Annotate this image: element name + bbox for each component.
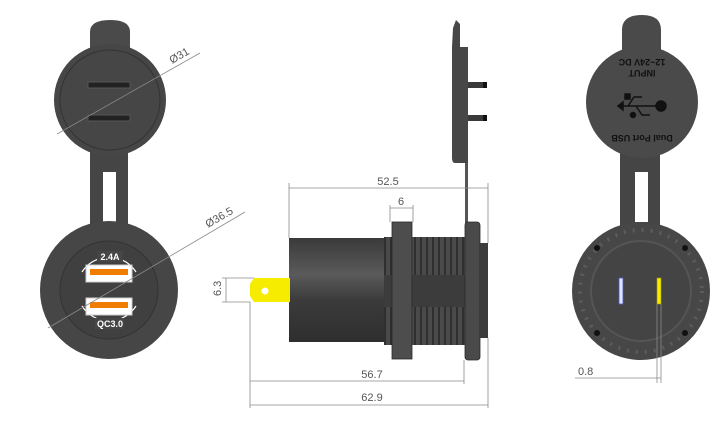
strap-window [103, 172, 116, 222]
overall-length-dim: 62.9 [361, 392, 382, 404]
pin-negative [618, 277, 624, 305]
nut [391, 221, 413, 360]
screw-hole [682, 245, 688, 251]
cap-plug [87, 114, 131, 122]
strap-window [635, 172, 648, 222]
cap-plug [87, 81, 131, 89]
cap-side [452, 20, 468, 163]
cap-text-voltage: 12~24V DC [618, 57, 665, 67]
cap-tab [622, 15, 661, 50]
screw-hole [682, 330, 688, 336]
usb-symbol-icon [616, 93, 667, 119]
rear-view: Dual Port USB INPUT 12~24V DC 0.8 [572, 15, 710, 383]
side-view: 52.5 6 6.3 56.7 62.9 [212, 20, 489, 408]
cap-diameter: Ø31 [168, 46, 192, 67]
flange [464, 221, 481, 361]
cap-prong [468, 115, 486, 121]
cap-tab [90, 20, 130, 50]
cap-text-input: INPUT [628, 68, 656, 78]
cap-text-name: Dual Port USB [611, 133, 673, 143]
pin-thickness-dim: 0.8 [578, 366, 593, 378]
length-to-flange-dim: 56.7 [361, 369, 382, 381]
body-length-dim: 52.5 [377, 176, 398, 188]
cap [586, 46, 698, 158]
strap-side [465, 163, 468, 225]
terminal-height-dim: 6.3 [212, 281, 224, 296]
socket-body [289, 238, 384, 342]
terminal [250, 278, 290, 302]
pin-positive [656, 277, 662, 305]
cap [54, 44, 166, 156]
flange-face [480, 243, 488, 338]
port-top-label: 2.4A [100, 252, 120, 262]
nut-width-dim: 6 [398, 196, 404, 208]
cap-prong [468, 82, 486, 88]
screw-hole [594, 245, 600, 251]
front-view: 2.4A QC3.0 Ø31 Ø36.5 [40, 20, 246, 359]
screw-hole [594, 330, 600, 336]
port-bottom-label: QC3.0 [97, 319, 123, 329]
